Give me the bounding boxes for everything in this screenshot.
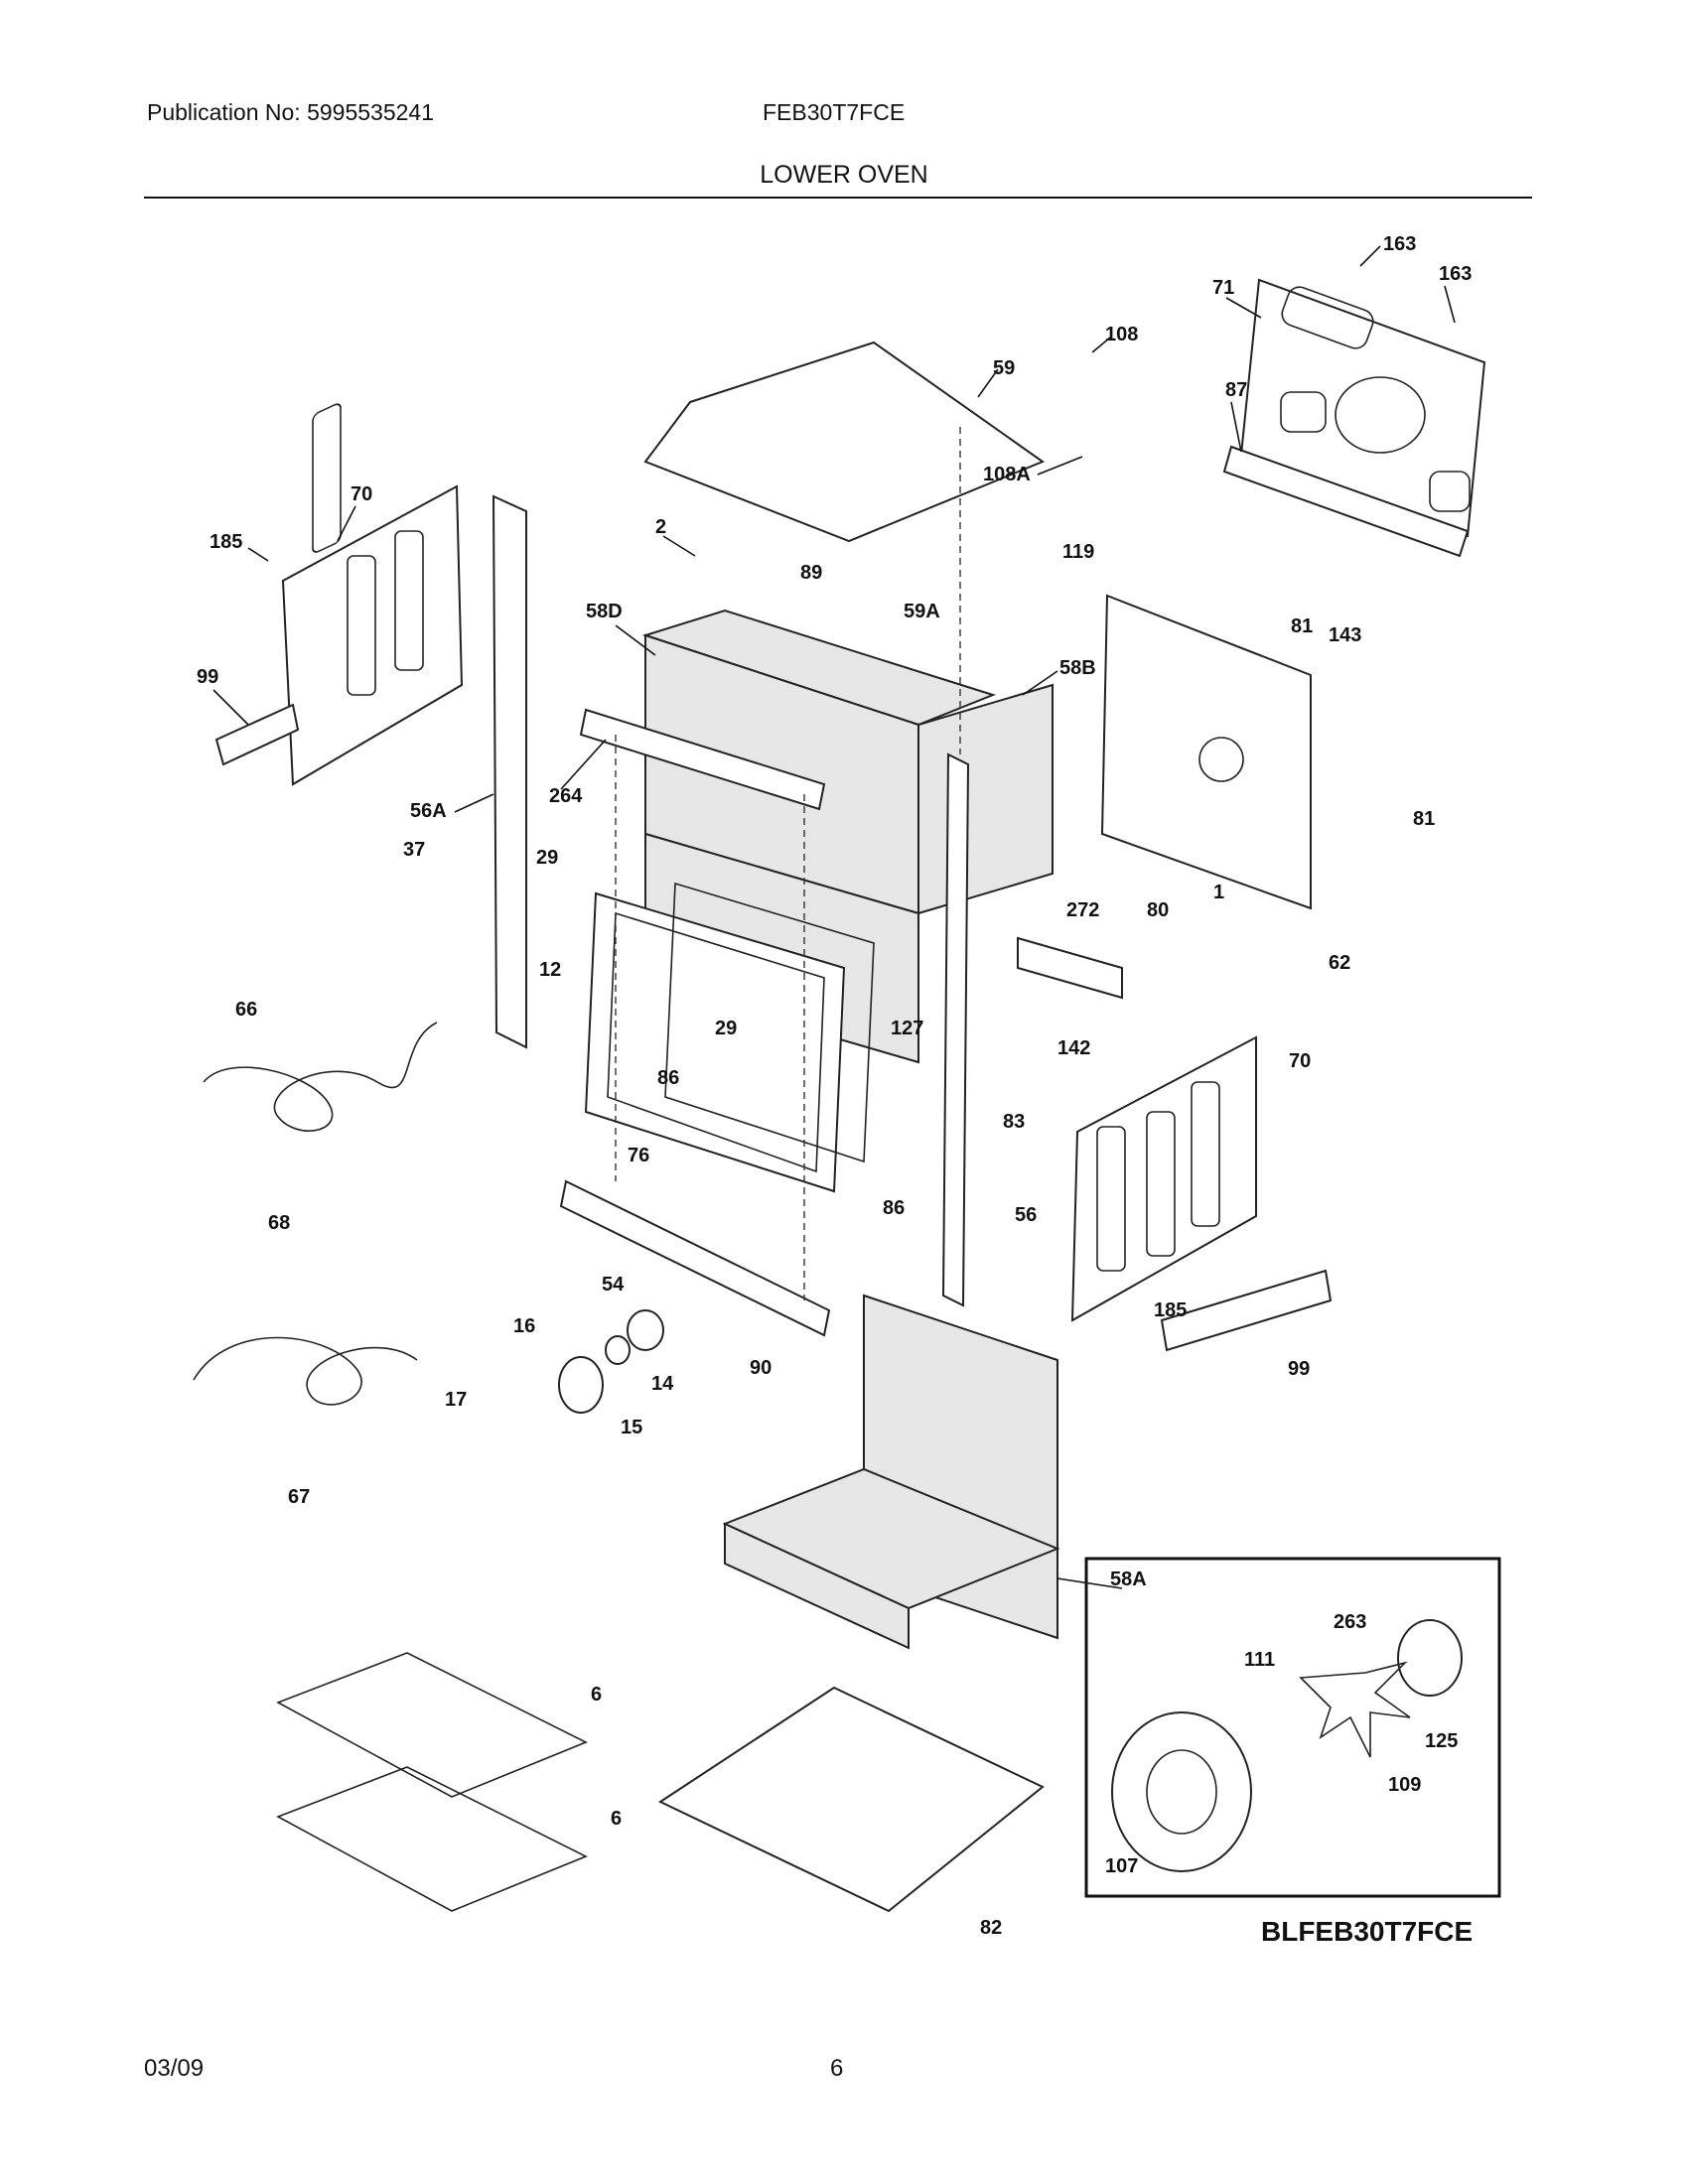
callout-99a: 99 <box>197 666 218 688</box>
side-panel-70-left <box>214 403 464 786</box>
top-panel-71 <box>1222 278 1486 558</box>
callout-12: 12 <box>539 959 561 981</box>
callout-labels: 163 163 71 108 87 59 108A 119 70 185 2 8… <box>197 233 1472 1939</box>
callout-80: 80 <box>1147 899 1169 921</box>
callout-107: 107 <box>1105 1855 1138 1877</box>
callout-29b: 29 <box>715 1018 737 1039</box>
bracket-142 <box>1017 936 1123 1000</box>
callout-58b: 58B <box>1059 657 1096 679</box>
page-number: 6 <box>830 2055 844 2082</box>
rail-99-right <box>1160 1269 1333 1352</box>
callout-86b: 86 <box>883 1197 905 1219</box>
callout-89: 89 <box>800 562 822 584</box>
callout-71: 71 <box>1212 277 1234 299</box>
callout-76: 76 <box>628 1145 649 1166</box>
convection-inset <box>1084 1557 1501 1898</box>
callout-56: 56 <box>1015 1204 1037 1226</box>
callout-272: 272 <box>1066 899 1099 921</box>
callout-81a: 81 <box>1291 615 1313 637</box>
callout-37: 37 <box>403 839 425 861</box>
callout-163b: 163 <box>1439 263 1472 285</box>
rail-56a <box>492 494 527 1049</box>
callout-127: 127 <box>891 1018 923 1039</box>
model-number: FEB30T7FCE <box>763 99 906 125</box>
callout-67: 67 <box>288 1486 310 1508</box>
callout-99b: 99 <box>1288 1358 1310 1380</box>
callout-15: 15 <box>621 1417 642 1438</box>
callout-54: 54 <box>602 1274 625 1296</box>
callout-90: 90 <box>750 1357 772 1379</box>
light-assembly <box>558 1309 664 1414</box>
callout-263: 263 <box>1334 1611 1366 1633</box>
publication-date: 03/09 <box>144 2055 205 2082</box>
callout-125: 125 <box>1425 1730 1458 1752</box>
oven-racks-6 <box>276 1652 588 1912</box>
element-67 <box>193 1336 418 1406</box>
callout-109: 109 <box>1388 1774 1421 1796</box>
diagram-code: BLFEB30T7FCE <box>1261 1916 1473 1947</box>
callout-17: 17 <box>445 1389 467 1411</box>
callout-143: 143 <box>1329 624 1361 646</box>
callout-81b: 81 <box>1413 808 1435 830</box>
trim-264 <box>579 708 826 811</box>
bottom-tray-82 <box>657 1686 1045 1913</box>
callout-59: 59 <box>993 357 1015 379</box>
callout-58a: 58A <box>1110 1569 1147 1590</box>
side-panel-70-right <box>1070 1035 1257 1322</box>
element-66 <box>203 1022 438 1132</box>
callout-185a: 185 <box>210 531 242 553</box>
callout-16: 16 <box>513 1315 535 1337</box>
door-frame-76 <box>584 882 875 1193</box>
callout-70a: 70 <box>351 483 372 505</box>
callout-82: 82 <box>980 1917 1002 1939</box>
callout-14: 14 <box>651 1373 674 1395</box>
bottom-insulation-58a <box>722 1294 1060 1650</box>
rear-panel-1 <box>1100 594 1312 910</box>
callout-108a: 108A <box>983 464 1031 485</box>
callout-163a: 163 <box>1383 233 1416 255</box>
callout-264: 264 <box>549 785 583 807</box>
callout-108: 108 <box>1105 324 1138 345</box>
callout-70b: 70 <box>1289 1050 1311 1072</box>
callout-83: 83 <box>1003 1111 1025 1133</box>
callout-6b: 6 <box>611 1808 622 1830</box>
callout-185b: 185 <box>1154 1299 1187 1321</box>
callout-2: 2 <box>655 516 666 538</box>
callout-29a: 29 <box>536 847 558 869</box>
callout-87: 87 <box>1225 379 1247 401</box>
header-rule <box>144 197 1532 199</box>
callout-142: 142 <box>1057 1037 1090 1059</box>
rail-90 <box>559 1179 831 1337</box>
callout-66: 66 <box>235 999 257 1021</box>
callout-62: 62 <box>1329 952 1350 974</box>
rail-56 <box>941 752 970 1307</box>
callout-1: 1 <box>1213 882 1224 903</box>
publication-number: Publication No: 5995535241 <box>147 99 435 125</box>
callout-56a: 56A <box>410 800 447 822</box>
section-title: LOWER OVEN <box>760 161 928 189</box>
leader-lines <box>212 245 1456 1589</box>
callout-111: 111 <box>1244 1649 1275 1671</box>
top-plate-2 <box>643 341 1046 543</box>
callout-86a: 86 <box>657 1067 679 1089</box>
callout-6a: 6 <box>591 1684 602 1706</box>
callout-119: 119 <box>1062 541 1094 563</box>
callout-59a: 59A <box>904 601 940 622</box>
callout-58d: 58D <box>586 601 623 622</box>
callout-68: 68 <box>268 1212 290 1234</box>
